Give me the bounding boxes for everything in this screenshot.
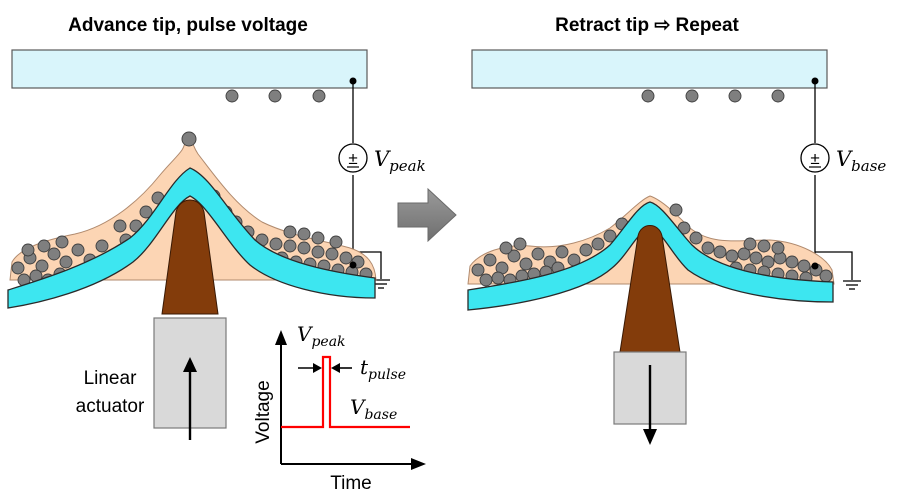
particle <box>95 239 109 253</box>
particle <box>329 235 343 249</box>
particle <box>283 225 297 239</box>
junction-dot <box>811 77 819 85</box>
particle <box>603 229 617 243</box>
actuator-label-line1: Linear <box>84 368 137 389</box>
particle <box>311 231 325 245</box>
particle <box>757 239 771 253</box>
plot-pulse-width-label: tpulse <box>360 355 406 383</box>
deposited-particles <box>641 89 785 103</box>
particle <box>297 241 311 255</box>
right-panel: ± Vbase <box>467 49 886 445</box>
particle <box>113 219 127 233</box>
down-arrow-head-icon <box>643 429 657 445</box>
ground-wire <box>353 251 382 279</box>
particle <box>579 243 593 257</box>
particle <box>297 227 311 241</box>
plot-base-label: Vbase <box>350 395 397 423</box>
voltage-source-icon <box>800 143 830 173</box>
pulse-width-arrow-left-icon <box>331 363 340 373</box>
particle <box>737 247 751 261</box>
particle <box>311 245 325 259</box>
particle <box>771 241 785 255</box>
particle <box>11 261 25 275</box>
particle <box>507 249 521 263</box>
flexible-membrane <box>7 167 376 309</box>
particle <box>283 239 297 253</box>
ejected-particle <box>181 131 197 147</box>
particle <box>339 251 353 265</box>
junction-dot <box>349 77 357 85</box>
particle <box>555 245 569 259</box>
particle <box>491 271 505 285</box>
particle <box>785 255 799 269</box>
suspended-particles <box>471 203 833 287</box>
deposited-particle <box>728 89 742 103</box>
particle <box>325 247 339 261</box>
x-axis-arrowhead-icon <box>411 458 426 470</box>
tip <box>161 199 219 315</box>
particle <box>689 231 703 245</box>
top-substrate <box>471 49 828 89</box>
particle <box>669 203 683 217</box>
top-substrate <box>11 49 368 89</box>
deposited-particle <box>268 89 282 103</box>
particle <box>483 253 497 267</box>
particle <box>55 235 69 249</box>
tip <box>619 225 681 353</box>
particle <box>743 237 757 251</box>
voltage-peak-label: Vpeak <box>374 147 426 175</box>
particle <box>513 237 527 251</box>
plot-x-axis-label: Time <box>330 473 372 494</box>
particle <box>479 273 493 287</box>
particle <box>531 247 545 261</box>
voltage-source-icon <box>338 143 368 173</box>
particle <box>499 241 513 255</box>
particle <box>471 263 485 277</box>
voltage-base-label: Vbase <box>836 147 886 175</box>
plot-y-axis-label: Voltage <box>253 380 274 443</box>
pulse-waveform <box>281 355 410 429</box>
right-panel-title: Retract tip ⇨ Repeat <box>555 15 739 36</box>
particle <box>591 237 605 251</box>
flexible-membrane <box>467 201 834 311</box>
particle <box>725 249 739 263</box>
particle <box>797 259 811 273</box>
particle <box>749 251 763 265</box>
up-arrow-head-icon <box>183 357 197 372</box>
left-panel-title: Advance tip, pulse voltage <box>68 15 308 36</box>
y-axis-arrowhead-icon <box>275 330 287 345</box>
ground-icon <box>843 280 861 290</box>
particle <box>59 255 73 269</box>
junction-dot <box>811 262 819 270</box>
particle <box>701 241 715 255</box>
voltage-source-sign: ± <box>348 149 357 168</box>
plot-peak-label: Vpeak <box>297 322 346 350</box>
particle <box>71 243 85 257</box>
particle <box>37 239 51 253</box>
deposited-particle <box>771 89 785 103</box>
deposited-particle <box>685 89 699 103</box>
particle <box>47 247 61 261</box>
particle <box>21 243 35 257</box>
actuator-label-line2: actuator <box>76 396 145 417</box>
ground-wire <box>815 251 853 280</box>
voltage-source-sign: ± <box>810 149 819 168</box>
particle <box>139 205 153 219</box>
particle <box>713 245 727 259</box>
deposited-particles <box>225 89 326 103</box>
deposited-particle <box>225 89 239 103</box>
deposited-particle <box>312 89 326 103</box>
pulse-width-arrow-right-icon <box>313 363 322 373</box>
deposited-particle <box>641 89 655 103</box>
left-panel: ± Vpeak Linear actuator <box>7 49 426 440</box>
particle <box>269 237 283 251</box>
voltage-pulse-plot: Vpeak tpulse Vbase Voltage Time <box>253 322 426 494</box>
junction-dot <box>349 261 357 269</box>
particle <box>819 269 833 283</box>
particle <box>519 257 533 271</box>
transition-arrow-icon <box>397 187 457 243</box>
particle <box>35 259 49 273</box>
